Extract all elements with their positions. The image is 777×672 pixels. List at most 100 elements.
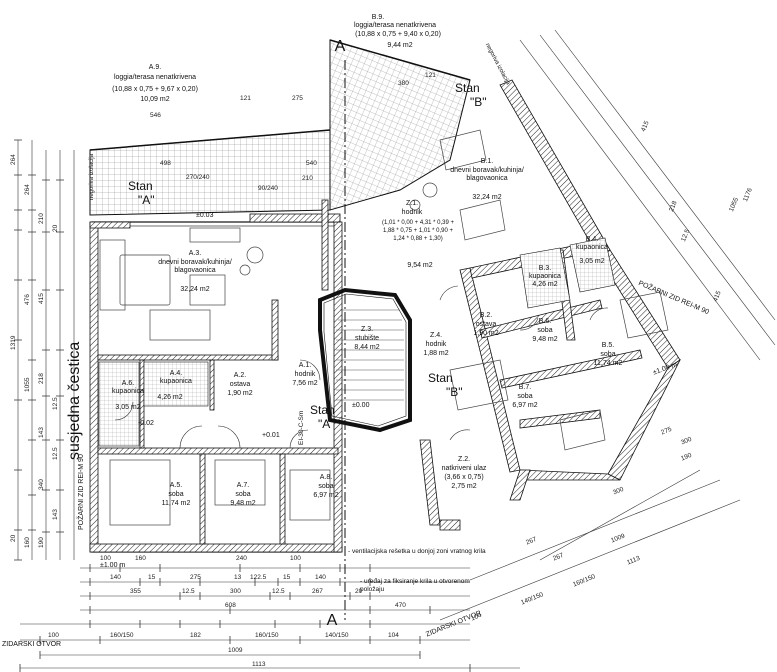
- stan-a-top-letter: "A": [138, 193, 155, 207]
- dim-top-3: 270/240: [186, 174, 210, 181]
- section-marker-bottom: A: [326, 612, 338, 629]
- dim-bottom-5c: 140/150: [325, 632, 349, 639]
- dim-bottom-5b: 160/150: [255, 632, 279, 639]
- room-b5-name: soba: [600, 351, 616, 358]
- dim-top-1: 546: [150, 112, 161, 119]
- room-b4-id: B.4.: [585, 236, 599, 243]
- dim-left-4: 20: [52, 224, 59, 232]
- section-marker-top: A: [334, 38, 346, 55]
- fire-wall-left-label: POŽARNI ZID REI-M 90: [78, 454, 85, 530]
- dim-top-8: 540: [306, 160, 317, 167]
- room-a7-id: A.7.: [236, 482, 250, 489]
- dim-bottom-total-1009: 1009: [228, 647, 243, 654]
- dim-bottom-total-1113: 1113: [252, 661, 266, 668]
- room-z1-formula: (1,01 * 0,00 + 4,31 * 0,39 + 1,88 * 0,75…: [381, 220, 455, 242]
- room-b5-area: 11,74 m2: [593, 360, 623, 367]
- neighbor-plot-label: susjedna čestica: [66, 341, 83, 460]
- room-a7-name: soba: [235, 491, 251, 498]
- room-z1-name: hodnik: [401, 209, 423, 216]
- room-z3-id: Z.3.: [360, 326, 374, 333]
- dim-left-14: 20: [10, 534, 17, 542]
- dim-left-16: 12.5: [52, 447, 59, 460]
- dim-bottom-1d: 100: [290, 555, 301, 562]
- dim-bottom-1b: 160: [135, 555, 146, 562]
- room-b2-area: 1,90 m2: [473, 330, 499, 337]
- room-a8-name: soba: [318, 483, 334, 490]
- room-a9-id: A.9.: [148, 64, 162, 71]
- room-a3-id: A.3.: [188, 250, 202, 257]
- dim-bottom-2g: 140: [315, 574, 326, 581]
- room-z1-id: Z.1.: [405, 200, 419, 207]
- dim-left-2: 264: [24, 184, 31, 195]
- room-a2-id: A.2.: [233, 372, 247, 379]
- room-a4-id: A.4.: [169, 370, 183, 377]
- room-b6-name: soba: [537, 327, 553, 334]
- note-door-holder: - uređaj za fiksiranje krila u otvorenom…: [360, 578, 470, 593]
- fire-door-label: EI-30-C-Sm: [298, 410, 305, 445]
- room-b6-id: B.6.: [538, 318, 552, 325]
- dim-left-17: 190: [38, 537, 45, 548]
- dim-bottom-4a: 608: [225, 602, 236, 609]
- stan-a-mid-label: Stan: [310, 403, 335, 417]
- stan-a-mid-letter: "A": [318, 417, 335, 431]
- room-b2-name: ostava: [475, 321, 497, 328]
- room-a8-area: 6,97 m2: [313, 492, 339, 499]
- dim-bottom-3f: 20: [355, 588, 363, 595]
- room-z2-area: 2,75 m2: [451, 483, 477, 490]
- dim-bottom-3d: 12.5: [272, 588, 285, 595]
- note-ventilation: - ventilacijska rešetka u donjoj zoni vr…: [348, 548, 486, 555]
- dim-top-4: 121: [240, 95, 251, 102]
- room-b1-id: B.1.: [480, 158, 494, 165]
- dim-bottom-3e: 267: [312, 588, 323, 595]
- dim-bottom-6b: 100: [48, 632, 59, 639]
- dim-bottom-3c: 300: [230, 588, 241, 595]
- apartment-b: [318, 29, 776, 621]
- room-z4-id: Z.4.: [429, 332, 443, 339]
- dim-left-11: 143: [38, 427, 45, 438]
- room-b2-id: B.2.: [479, 312, 493, 319]
- room-a2-name: ostava: [229, 381, 251, 388]
- level-mark-4: +0.01: [262, 432, 280, 439]
- room-b9-name: loggia/terasa nenatkrivena: [353, 22, 437, 29]
- room-a4-name: kupaonica: [160, 378, 192, 385]
- dim-left-13: 143: [52, 509, 59, 520]
- dim-bottom-1c: 240: [236, 555, 247, 562]
- dim-top-5: 90/240: [258, 185, 278, 192]
- dim-bottom-2b: 15: [148, 574, 156, 581]
- room-a8-id: A.8.: [319, 474, 333, 481]
- room-a1-name: hodnik: [294, 371, 316, 378]
- room-b1-name: dnevni boravak/kuhinja/ blagovaonica: [450, 167, 524, 182]
- room-z2-name: natkriveni ulaz: [441, 465, 487, 472]
- room-b9-area: 9,44 m2: [387, 42, 413, 49]
- room-b3-area: 4,26 m2: [532, 281, 558, 288]
- dim-top-2: 498: [160, 160, 171, 167]
- dim-bottom-2f: 15: [283, 574, 291, 581]
- dim-left-1: 264: [10, 154, 17, 165]
- dim-left-9: 218: [38, 373, 45, 384]
- room-a5-name: soba: [168, 491, 184, 498]
- dim-top-7: 210: [302, 175, 313, 182]
- room-b7-area: 6,97 m2: [512, 402, 538, 409]
- dim-bottom-5d: 104: [388, 632, 399, 639]
- dim-bottom-2a: 140: [110, 574, 121, 581]
- room-b3-name: kupaonica: [529, 273, 561, 280]
- dim-bottom-2c: 275: [190, 574, 201, 581]
- room-a5-area: 11,74 m2: [161, 500, 191, 507]
- dim-left-12: 340: [38, 479, 45, 490]
- dim-top-9: 380: [398, 80, 409, 87]
- room-b6-area: 9,48 m2: [532, 336, 558, 343]
- dim-bottom-2d: 13: [234, 574, 242, 581]
- dim-left-8: 1055: [24, 377, 31, 392]
- room-b7-id: B.7.: [518, 384, 532, 391]
- stan-b-mid-letter: "B": [446, 385, 463, 399]
- room-a6-area: 3,05 m2: [115, 404, 141, 411]
- room-a5-id: A.5.: [169, 482, 183, 489]
- dim-bottom-1a: 100: [100, 555, 111, 562]
- room-a4-area: 4,26 m2: [157, 394, 183, 401]
- room-b9-formula: (10,88 x 0,75 + 9,40 x 0,20): [355, 31, 441, 38]
- level-mark-2: ±0.00: [352, 402, 370, 409]
- room-a2-area: 1,90 m2: [227, 390, 253, 397]
- room-b1-area: 32,24 m2: [472, 194, 502, 201]
- room-b9-id: B.9.: [371, 14, 385, 21]
